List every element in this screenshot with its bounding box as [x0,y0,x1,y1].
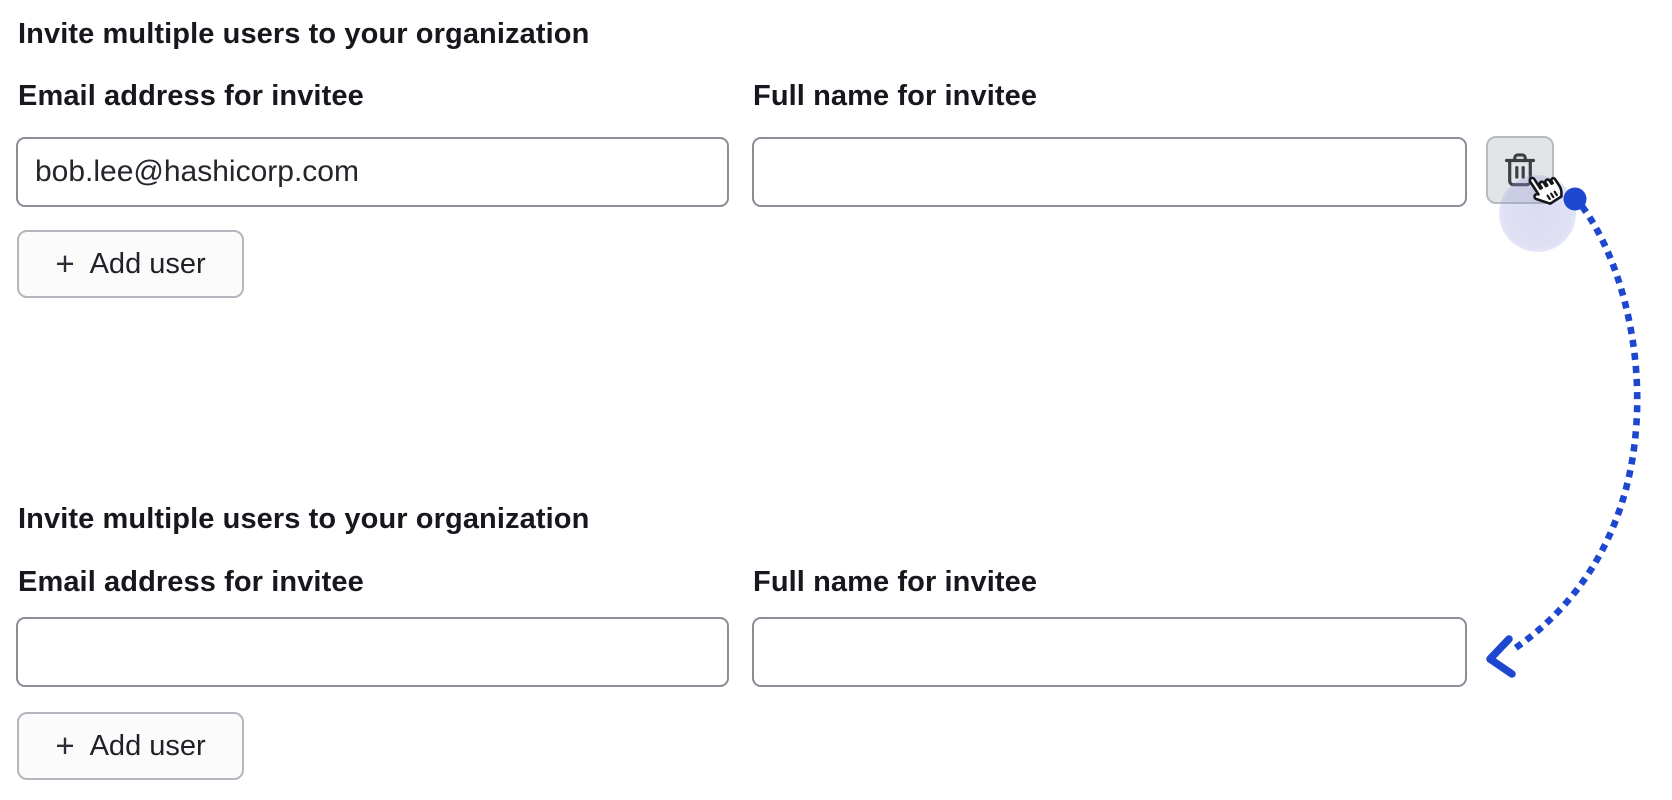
trash-icon [1501,151,1539,189]
arrow-start-dot [1563,187,1587,211]
email-input[interactable] [16,137,729,207]
email-field-label-2: Email address for invitee [18,566,364,598]
invite-section-heading-2: Invite multiple users to your organizati… [18,503,590,535]
full-name-field-label-2: Full name for invitee [753,566,1038,598]
dotted-arc [1509,204,1641,654]
email-field-label: Email address for invitee [18,80,364,112]
full-name-input[interactable] [752,137,1467,207]
email-input-2[interactable] [16,617,729,687]
full-name-field-label: Full name for invitee [753,80,1038,112]
plus-icon: + [55,244,75,282]
plus-icon-2: + [55,726,75,764]
add-user-button-2-label: Add user [89,729,206,762]
add-user-button-label: Add user [89,247,206,280]
arrowhead-icon [1486,635,1516,678]
full-name-input-2[interactable] [752,617,1467,687]
add-user-button-2[interactable]: + Add user [17,712,244,780]
delete-row-button[interactable] [1486,136,1554,204]
invite-section-heading: Invite multiple users to your organizati… [18,18,590,50]
add-user-button[interactable]: + Add user [17,230,244,298]
